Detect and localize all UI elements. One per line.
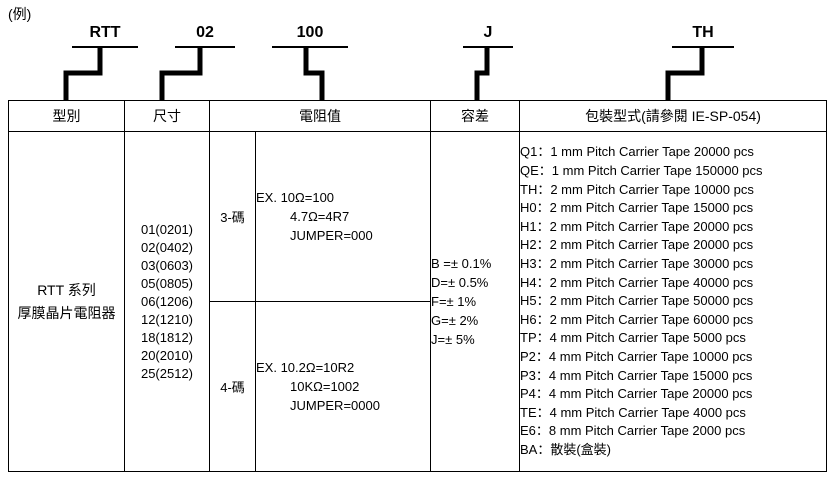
packaging-option: P4：4 mm Pitch Carrier Tape 20000 pcs (520, 386, 753, 402)
size-cell: 01(0201) 02(0402) 03(0603) 05(0805) 06(1206)… (124, 131, 210, 472)
spec-table: 型別 尺寸 電阻值 容差 包裝型式(請參閱 IE-SP-054) RTT 系列 … (8, 100, 827, 472)
size-code: 01(0201) (140, 221, 194, 237)
size-code: 06(1206) (140, 293, 194, 309)
size-code: 25(2512) (140, 365, 194, 381)
packaging-option: H3：2 mm Pitch Carrier Tape 30000 pcs (520, 256, 754, 272)
packaging-option: H4：2 mm Pitch Carrier Tape 40000 pcs (520, 274, 754, 290)
packaging-option: TH：2 mm Pitch Carrier Tape 10000 pcs (520, 181, 754, 197)
packaging-option: TE：4 mm Pitch Carrier Tape 4000 pcs (520, 404, 746, 420)
packaging-option: H2：2 mm Pitch Carrier Tape 20000 pcs (520, 237, 754, 253)
tolerance-value: J=± 5% (431, 332, 475, 347)
example-line: EX. 10.2Ω=10R2 (256, 360, 355, 375)
size-code-list: 01(0201) 02(0402) 03(0603) 05(0805) 06(1206)… (141, 221, 193, 383)
part-code-series: RTT (72, 24, 138, 48)
example-line: JUMPER=0000 (290, 398, 380, 413)
example-line: EX. 10Ω=100 (256, 190, 335, 205)
three-digit-label: 3-碼 (209, 131, 256, 302)
col-header-tolerance: 容差 (430, 100, 520, 132)
size-code: 03(0603) (140, 257, 194, 273)
size-code: 05(0805) (140, 275, 194, 291)
size-code: 02(0402) (140, 239, 194, 255)
part-code-size: 02 (175, 24, 235, 48)
table-header-row: 型別 尺寸 電阻值 容差 包裝型式(請參閱 IE-SP-054) (8, 100, 827, 132)
packaging-option: P2：4 mm Pitch Carrier Tape 10000 pcs (520, 348, 753, 364)
four-digit-label: 4-碼 (209, 301, 256, 472)
part-code-tolerance: J (463, 24, 513, 48)
type-line-2: 厚膜晶片電阻器 (17, 304, 116, 321)
connector-line-series (63, 47, 103, 101)
packaging-option: P3：4 mm Pitch Carrier Tape 15000 pcs (520, 367, 753, 383)
table-row: RTT 系列 厚膜晶片電阻器 01(0201)02(0402)03(0603)0… (8, 131, 827, 472)
packaging-option: H6：2 mm Pitch Carrier Tape 60000 pcs (520, 311, 754, 327)
part-code-packaging: TH (672, 24, 734, 48)
type-cell: RTT 系列 厚膜晶片電阻器 (8, 131, 125, 472)
size-code: 12(1210) (140, 311, 194, 327)
packaging-option: BA：散裝(盒裝) (520, 441, 612, 457)
part-code-resistance: 100 (272, 24, 348, 48)
type-line-1: RTT 系列 (37, 282, 96, 299)
four-digit-examples: EX. 10.2Ω=10R2 10KΩ=1002 JUMPER=0000 (255, 301, 431, 472)
example-label: (例) (8, 6, 32, 22)
example-line: 4.7Ω=4R7 (290, 209, 350, 224)
tolerance-list: B =± 0.1% D=± 0.5% F=± 1% G=± 2% J=± 5% (431, 254, 519, 349)
size-code: 18(1812) (140, 329, 194, 345)
tolerance-value: F=± 1% (431, 294, 477, 309)
tolerance-value: D=± 0.5% (431, 275, 489, 290)
packaging-option: H1：2 mm Pitch Carrier Tape 20000 pcs (520, 218, 754, 234)
col-header-type: 型別 (8, 100, 125, 132)
connector-line-resistance (303, 47, 325, 101)
connector-line-packaging (665, 47, 705, 101)
packaging-option: H5：2 mm Pitch Carrier Tape 50000 pcs (520, 293, 754, 309)
tolerance-value: B =± 0.1% (431, 256, 492, 271)
three-digit-examples: EX. 10Ω=100 4.7Ω=4R7 JUMPER=000 (255, 131, 431, 302)
packaging-option: TP：4 mm Pitch Carrier Tape 5000 pcs (520, 330, 746, 346)
packaging-option: E6：8 mm Pitch Carrier Tape 2000 pcs (520, 423, 746, 439)
packaging-option: H0：2 mm Pitch Carrier Tape 15000 pcs (520, 200, 754, 216)
tolerance-cell: B =± 0.1% D=± 0.5% F=± 1% G=± 2% J=± 5% (430, 131, 520, 472)
col-header-resistance: 電阻值 (209, 100, 431, 132)
packaging-option: QE：1 mm Pitch Carrier Tape 150000 pcs (520, 163, 763, 179)
packaging-option: Q1：1 mm Pitch Carrier Tape 20000 pcs (520, 144, 754, 160)
table-row: 4-碼 EX. 10.2Ω=10R2 10KΩ=1002 JUMPER=0000 (9, 301, 827, 472)
connector-line-tolerance (474, 47, 490, 101)
tolerance-value: G=± 2% (431, 313, 479, 328)
col-header-packaging: 包裝型式(請參閱 IE-SP-054) (519, 100, 827, 132)
connector-line-size (159, 47, 203, 101)
example-line: JUMPER=000 (290, 228, 373, 243)
example-line: 10KΩ=1002 (290, 379, 360, 394)
col-header-size: 尺寸 (124, 100, 210, 132)
size-code: 20(2010) (140, 347, 194, 363)
